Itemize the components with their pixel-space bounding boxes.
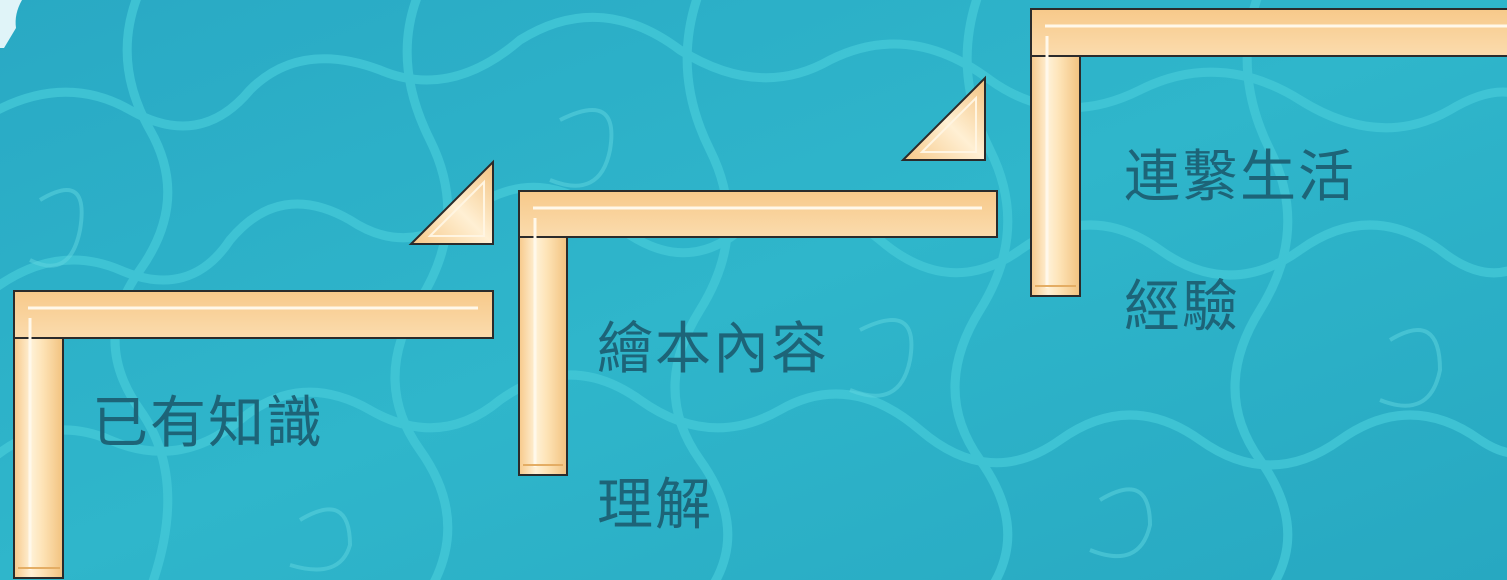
step-3-label-line-1: 連繫生活 [1124, 145, 1356, 210]
step-1-shape [13, 290, 494, 579]
step-2-arrow [900, 75, 986, 161]
step-2-shape [518, 190, 998, 476]
step-2-label-line-2: 理解 [597, 473, 713, 538]
step-3-label-line-2: 經驗 [1124, 275, 1240, 340]
step-1-arrow [408, 159, 494, 245]
step-1-label: 已有知識 [92, 391, 324, 456]
step-2-label-line-1: 繪本內容 [597, 317, 829, 382]
step-3-shape [1030, 8, 1507, 297]
